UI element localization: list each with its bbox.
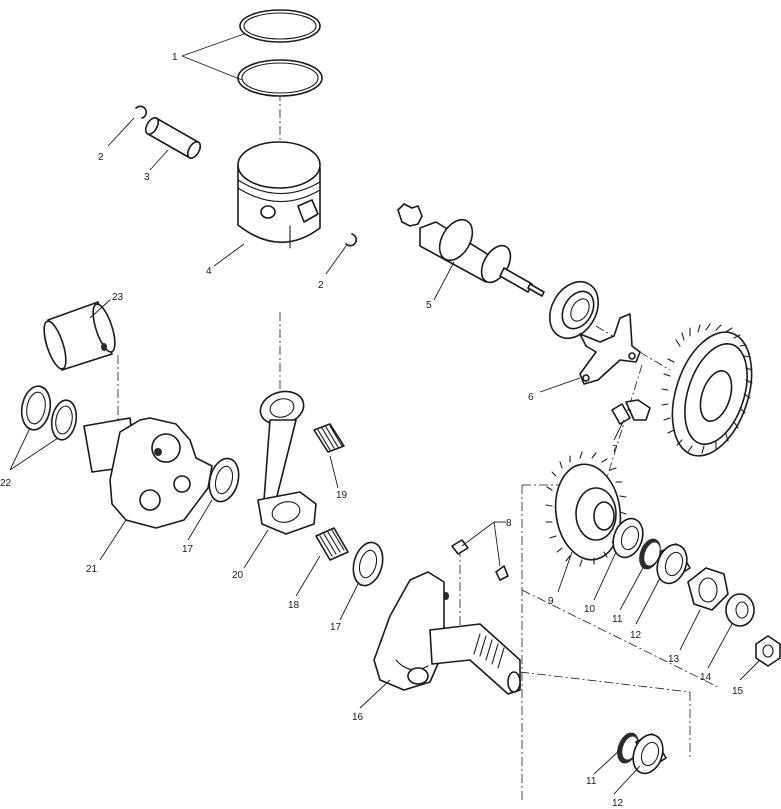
shims-22 [20, 385, 78, 441]
nut [755, 635, 781, 667]
callout-13: 13 [668, 654, 680, 665]
callout-12-lower: 12 [612, 798, 624, 809]
needle-bearing-upper [313, 423, 345, 453]
callout-4: 4 [206, 266, 212, 277]
callout-1: 1 [172, 52, 178, 63]
seal-upper [656, 543, 691, 585]
callout-7: 7 [612, 444, 618, 455]
callout-14: 14 [700, 672, 712, 683]
needle-bearing-lower [315, 527, 349, 561]
callout-5: 5 [426, 300, 432, 311]
callout-9: 9 [548, 596, 554, 607]
callout-11-upper: 11 [612, 614, 623, 625]
callout-21: 21 [86, 564, 98, 575]
callout-labels: 1 2 2 3 4 5 6 7 8 9 10 11 11 12 12 13 14… [0, 52, 744, 809]
piston [237, 141, 321, 249]
thrust-washer-right [352, 541, 384, 587]
o-ring-upper [639, 538, 661, 570]
callout-18: 18 [288, 600, 300, 611]
piston-ring-lower [237, 59, 323, 97]
seal-lower [632, 733, 667, 775]
bearing [548, 280, 600, 340]
callout-20: 20 [232, 570, 244, 581]
bolt [611, 399, 651, 425]
assembly-axes [117, 92, 721, 800]
large-idler-gear [661, 323, 753, 457]
leader-lines [9, 33, 761, 795]
callout-6: 6 [528, 392, 534, 403]
callout-15: 15 [732, 686, 744, 697]
washer-upper [612, 517, 644, 559]
lock-washer [725, 593, 755, 627]
callout-23: 23 [112, 292, 124, 303]
piston-pin-clip-left [135, 105, 148, 119]
castle-nut [687, 567, 729, 611]
callout-22: 22 [0, 478, 12, 489]
thrust-washer-left [208, 457, 240, 503]
crankshaft-half-left [83, 417, 213, 529]
starter-shaft [397, 203, 545, 297]
piston-ring-upper [239, 9, 321, 43]
callout-17-left: 17 [182, 544, 194, 555]
callout-10: 10 [584, 604, 596, 615]
drive-gear [545, 451, 627, 567]
callout-19: 19 [336, 490, 348, 501]
callout-11-lower: 11 [586, 776, 597, 787]
callout-3: 3 [144, 172, 150, 183]
callout-2-pin-clip-right: 2 [318, 280, 324, 291]
callout-17-right: 17 [330, 622, 342, 633]
callout-16: 16 [352, 712, 364, 723]
crank-pin [43, 301, 116, 371]
piston-pin-clip-right [345, 233, 358, 247]
woodruff-keys [451, 539, 509, 581]
callout-2-pin-clip-left: 2 [98, 152, 104, 163]
callout-8: 8 [506, 518, 512, 529]
piston-pin [144, 117, 202, 159]
callout-12-upper: 12 [630, 630, 642, 641]
connecting-rod [257, 390, 317, 535]
crankshaft-half-right [373, 571, 521, 695]
retainer-plate [579, 313, 641, 385]
